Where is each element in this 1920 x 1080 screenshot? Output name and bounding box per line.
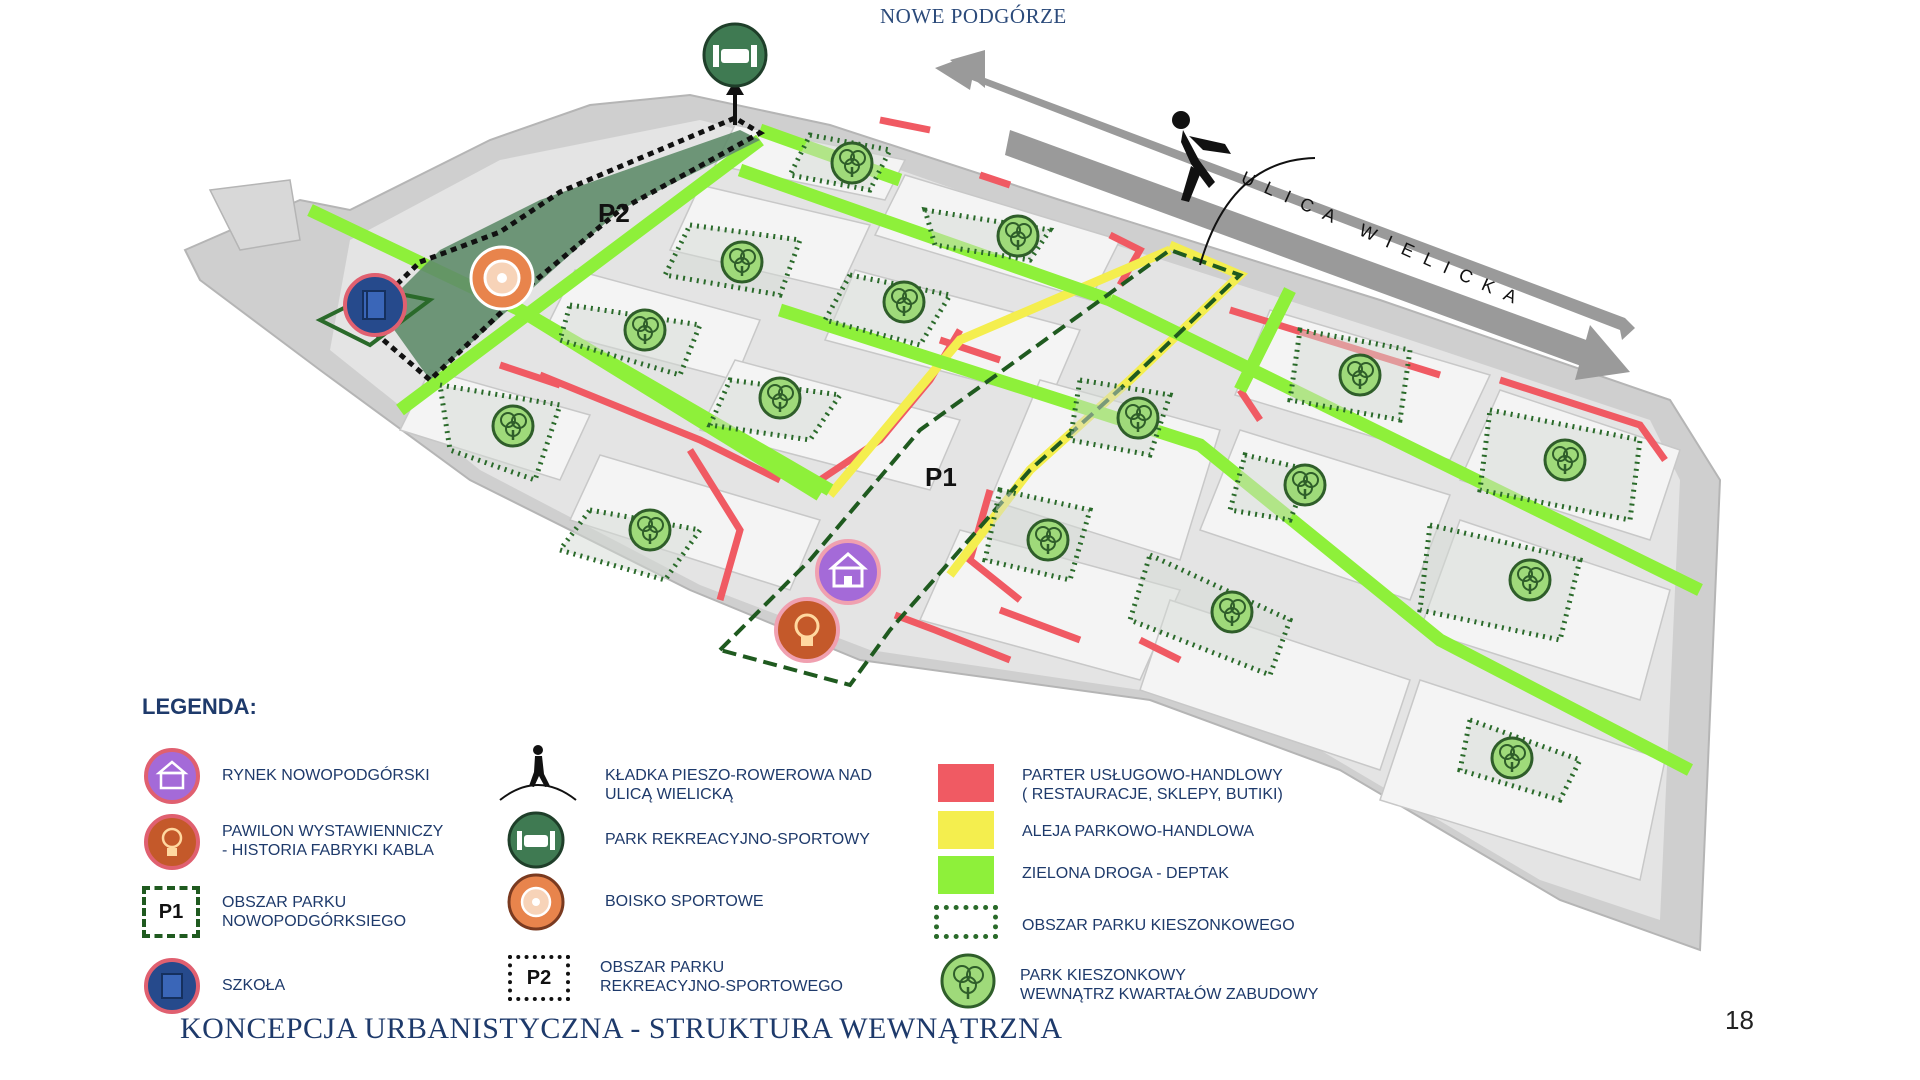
green-swatch: [938, 856, 994, 894]
pedestrian-figure-icon: [1172, 111, 1231, 202]
red-swatch: [938, 764, 994, 802]
legend-label-pocket-park-area: OBSZAR PARKU KIESZONKOWEGO: [1022, 917, 1295, 934]
street-direction-arrows: [935, 50, 1635, 380]
legend-label-school: SZKOŁA: [222, 977, 286, 994]
yellow-swatch: [938, 811, 994, 849]
legend-label-park-alley: ALEJA PARKOWO-HANDLOWA: [1022, 823, 1255, 840]
pavilion-map-icon: [774, 597, 840, 663]
legend-label-market: RYNEK NOWOPODGÓRSKI: [222, 767, 430, 784]
area-name-label: NOWE PODGÓRZE: [880, 4, 1067, 28]
legend-label-pavilion: PAWILON WYSTAWIENNICZY - HISTORIA FABRYK…: [222, 823, 444, 859]
market-map-icon: [815, 539, 881, 605]
legend-label-p2: OBSZAR PARKU REKREACYJNO-SPORTOWEGO: [600, 959, 843, 995]
site-north-strip: [208, 179, 301, 251]
legend-label-bridge: KŁADKA PIESZO-ROWEROWA NAD ULICĄ WIELICK…: [605, 767, 873, 803]
book-icon: [144, 958, 200, 1014]
p1-box: P1: [142, 886, 200, 938]
zone-label-p1: P1: [925, 462, 957, 492]
soccer-ball-icon: [507, 873, 565, 931]
legend-label-sports-field: BOISKO SPORTOWE: [605, 893, 764, 910]
fitness-park-icon: [507, 811, 565, 869]
p1-zone-outline: [716, 247, 1244, 688]
legend-label-p1: OBSZAR PARKU NOWOPODGÓRKSIEGO: [222, 894, 407, 930]
pedestrian-bridge-arc: [1199, 157, 1316, 266]
fitness-park-map-icon: [702, 22, 768, 88]
slide-title: KONCEPCJA URBANISTYCZNA - STRUKTURA WEWN…: [180, 1012, 1063, 1045]
lightbulb-icon: [144, 814, 200, 870]
market-hall-icon: [144, 748, 200, 804]
legend-label-pocket-park: PARK KIESZONKOWY WEWNĄTRZ KWARTAŁÓW ZABU…: [1020, 967, 1319, 1003]
legend-label-green-route: ZIELONA DROGA - DEPTAK: [1022, 865, 1229, 882]
page-number: 18: [1725, 1005, 1754, 1035]
tree-icon: [940, 953, 996, 1009]
zone-label-p2: P2: [598, 198, 630, 228]
p2-box: P2: [508, 955, 570, 1001]
legend-label-service-floor: PARTER USŁUGOWO-HANDLOWY ( RESTAURACJE, …: [1022, 767, 1283, 803]
sports-field-map-icon: [469, 245, 535, 311]
legend-label-fitness-park: PARK REKREACYJNO-SPORTOWY: [605, 831, 870, 848]
legend-title: LEGENDA:: [142, 694, 257, 719]
p2-zone-outline: [356, 115, 766, 384]
p2-zone-fill: [380, 130, 760, 380]
school-map-icon: [343, 273, 407, 337]
dotted-green-box: [934, 905, 998, 939]
pedestrian-bridge-icon: [499, 745, 577, 801]
